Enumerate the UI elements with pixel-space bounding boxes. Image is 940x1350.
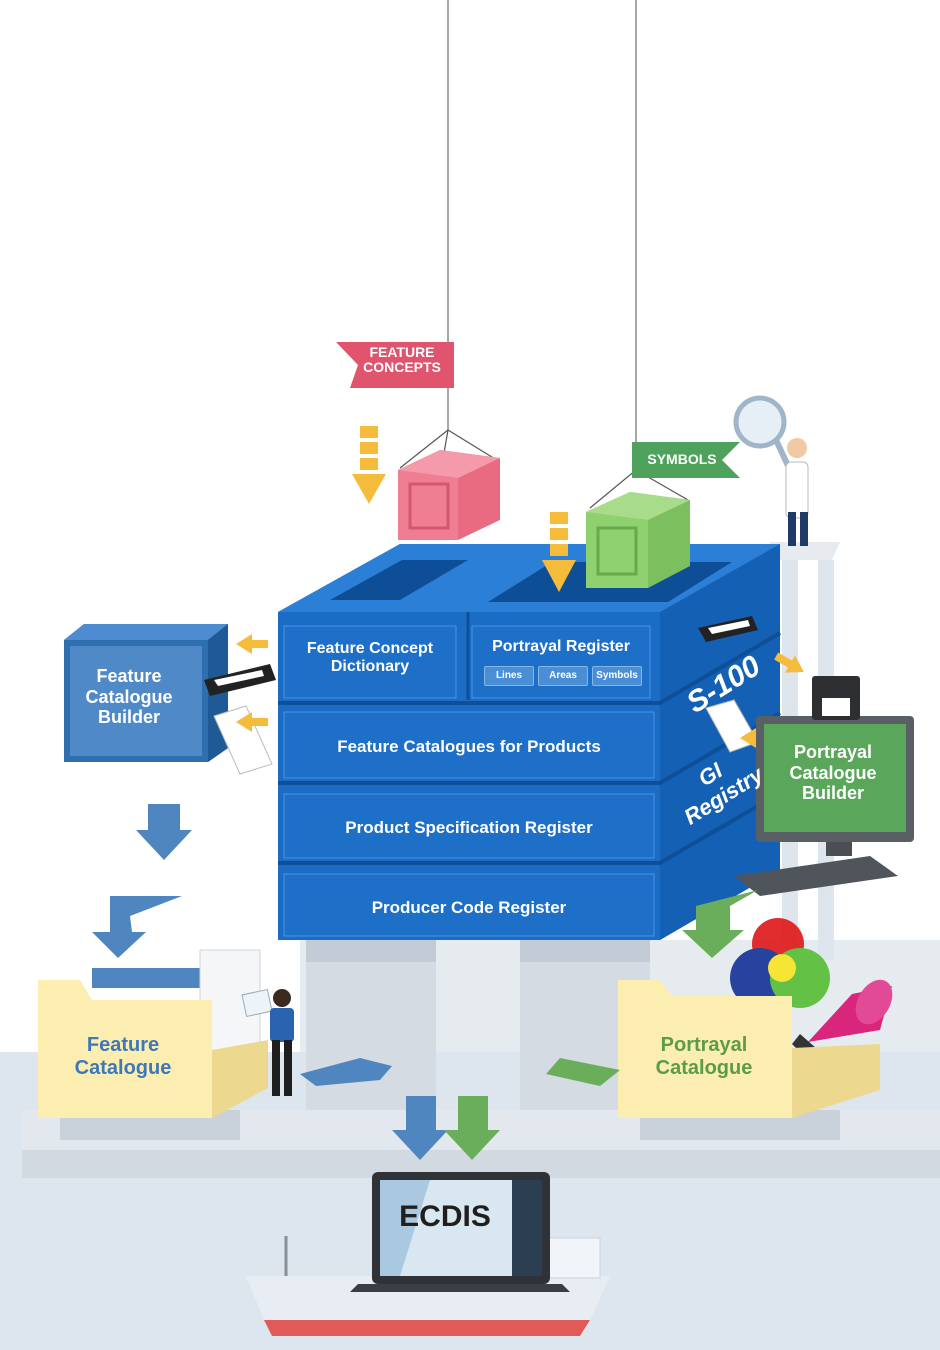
arrow-builder-to-output: [136, 804, 192, 860]
panel-portrayal-register: [471, 625, 651, 699]
symbols-ribbon: [632, 442, 740, 478]
producer-code-register-label: Producer Code Register: [371, 898, 567, 917]
feature-catalogue-label: Feature Catalogue: [74, 1034, 172, 1079]
ecdis-ship: [246, 1172, 610, 1336]
arrow-to-ecdis-green: [444, 1096, 500, 1160]
registry-output-slot: [698, 616, 758, 642]
arrow-to-portrayal-builder-1: [774, 652, 804, 673]
portrayal-item-symbols: Symbols: [592, 666, 642, 686]
panel-product-spec: [283, 793, 655, 859]
keyboard: [734, 856, 898, 896]
feature-concept-dictionary-label: Feature Concept Dictionary: [306, 640, 434, 676]
panel-producer-code: [283, 873, 655, 937]
portrayal-register-label: Portrayal Register: [492, 638, 630, 655]
portrayal-item-lines: Lines: [484, 666, 534, 686]
arrow-feature-catalogue-in: [92, 896, 182, 958]
arrow-portrayal-catalogue-in: [682, 890, 758, 958]
portrayal-item-areas: Areas: [538, 666, 588, 686]
feature-concepts-down-arrow: [352, 426, 386, 504]
color-wheel-icon: [730, 918, 830, 1008]
arrow-to-feature-builder-2: [236, 712, 268, 732]
worker-figure: [241, 988, 294, 1096]
tower-platform: [770, 542, 840, 560]
portrayal-catalogue-folder: [618, 980, 880, 1118]
symbols-crate: [586, 469, 690, 588]
feature-catalogue-builder-label: Feature Catalogue Builder: [85, 666, 173, 728]
arrow-feature-to-center: [300, 1058, 392, 1086]
panel-feature-catalogues: [283, 711, 655, 779]
portrayal-catalogue-builder-monitor: [734, 676, 914, 896]
builder-input-slot: [204, 664, 276, 696]
portrayal-catalogue-builder-label: Portrayal Catalogue Builder: [789, 742, 877, 804]
registry-stack: [278, 544, 782, 940]
feature-concepts-crate: [398, 429, 501, 540]
arrow-portrayal-to-center: [546, 1058, 620, 1086]
feature-catalogues-for-products-label: Feature Catalogues for Products: [337, 737, 601, 756]
arrow-to-feature-builder-1: [236, 634, 268, 654]
feature-concepts-label: FEATURE CONCEPTS: [363, 344, 441, 376]
bin-left-opening: [330, 560, 468, 600]
symbols-label: SYMBOLS: [647, 451, 717, 467]
arrow-to-ecdis-blue: [392, 1096, 448, 1160]
symbols-down-arrow: [542, 512, 576, 592]
feature-catalogue-folder: [38, 949, 268, 1118]
panel-feature-concept-dictionary: [283, 625, 457, 699]
portrayal-catalogue-label: Portrayal Catalogue: [655, 1034, 753, 1079]
feature-concepts-ribbon: [336, 342, 454, 388]
ecdis-label: ECDIS: [399, 1200, 491, 1233]
product-specification-register-label: Product Specification Register: [345, 818, 593, 837]
scientist-figure: [733, 395, 809, 546]
